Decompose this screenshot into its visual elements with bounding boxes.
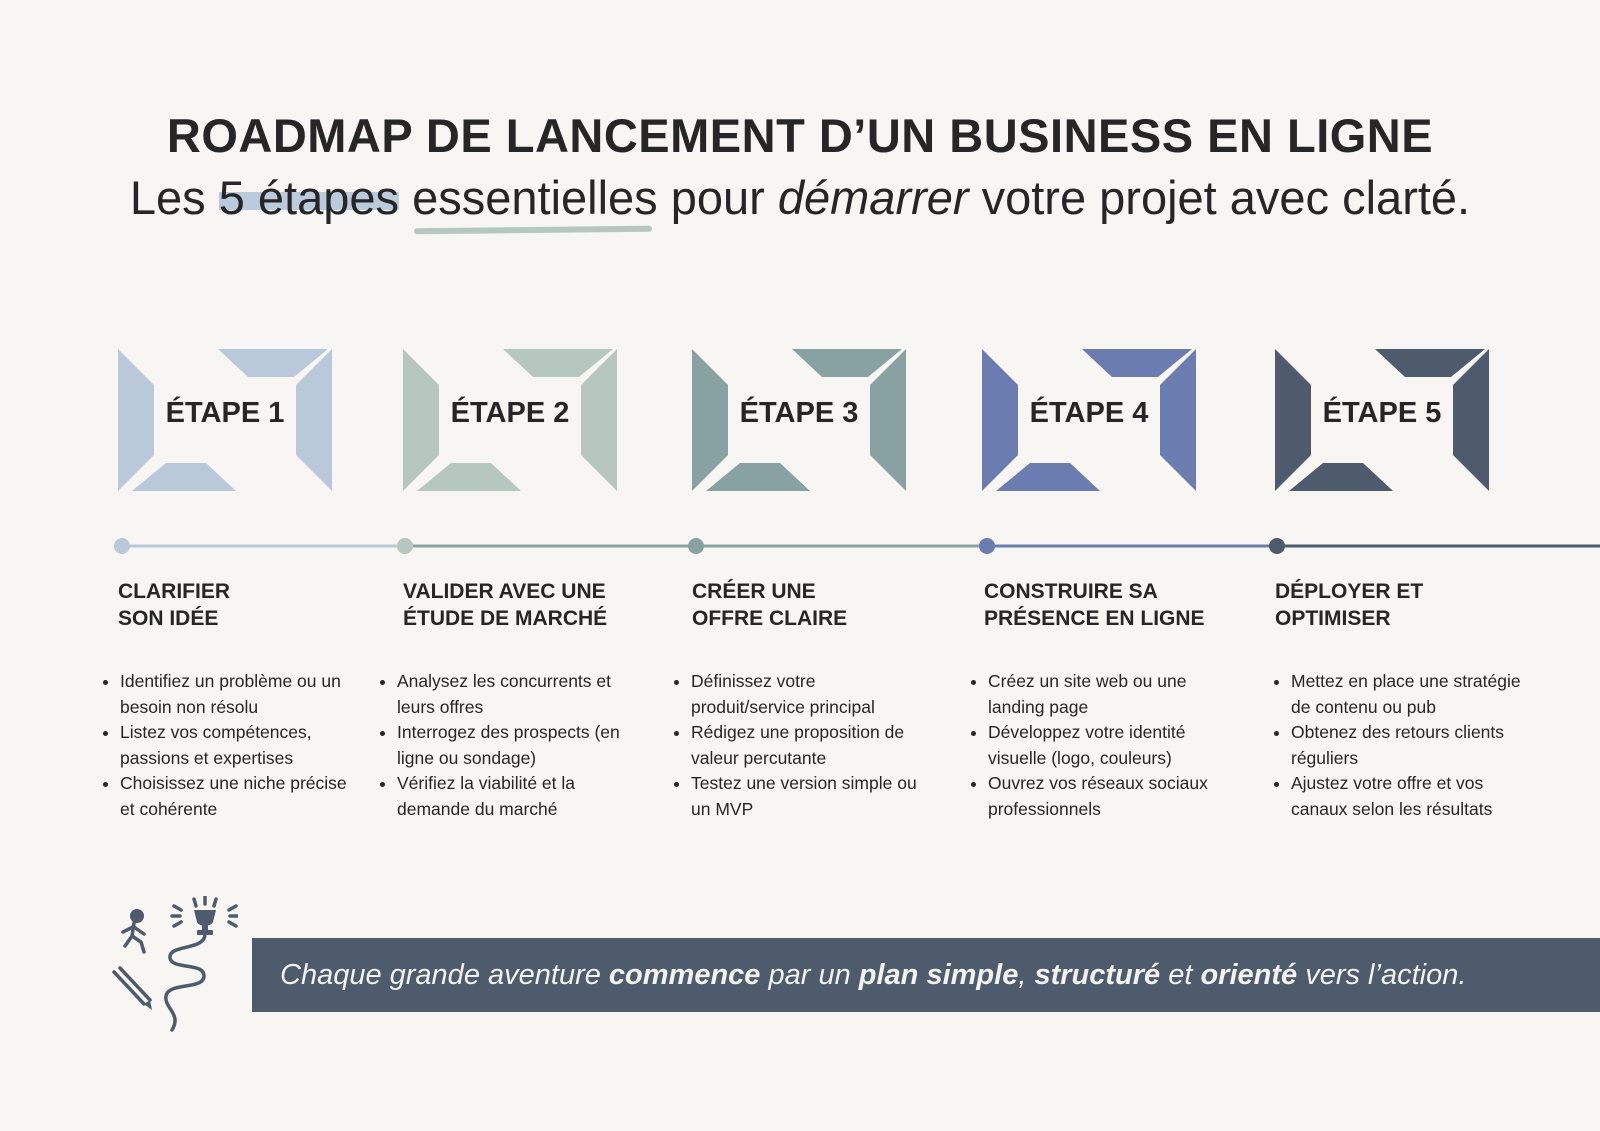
banner-bold: structuré: [1034, 958, 1161, 991]
step-title-4: CONSTRUIRE SA PRÉSENCE EN LIGNE: [984, 580, 1205, 630]
list-item: Analysez les concurrents et leurs offres: [397, 669, 629, 720]
badge-frame-segment: [1160, 349, 1196, 491]
subtitle-highlight: 5 étapes: [218, 171, 400, 224]
timeline: [114, 538, 1600, 554]
badge-frame-segment: [1375, 349, 1485, 377]
timeline-dot-5: [1269, 538, 1285, 554]
step-title-2: VALIDER AVEC UNE ÉTUDE DE MARCHÉ: [403, 580, 608, 630]
list-item: Obtenez des retours clients réguliers: [1291, 720, 1523, 771]
list-item: Testez une version simple ou un MVP: [691, 771, 923, 822]
badge-frame-segment: [692, 349, 728, 491]
list-item: Identifiez un problème ou un besoin non …: [120, 669, 352, 720]
step-title-3: CRÉER UNE OFFRE CLAIRE: [692, 580, 848, 630]
list-item: Développez votre identité visuelle (logo…: [988, 720, 1220, 771]
badge-frame-icon: [692, 349, 906, 491]
list-item: Listez vos compétences, passions et expe…: [120, 720, 352, 771]
list-item: Ouvrez vos réseaux sociaux professionnel…: [988, 771, 1220, 822]
badge-frame-icon: [982, 349, 1196, 491]
badge-frame-segment: [1289, 463, 1393, 491]
step-badge-label: ÉTAPE 1: [165, 397, 285, 429]
banner-bold: commence: [608, 958, 761, 991]
badge-frame-segment: [792, 349, 902, 377]
timeline-dot-4: [979, 538, 995, 554]
badge-frame-segment: [982, 349, 1018, 491]
step-badge-2: ÉTAPE 2: [403, 349, 617, 491]
list-item: Interrogez des prospects (en ligne ou so…: [397, 720, 629, 771]
badge-frame-segment: [870, 349, 906, 491]
list-item: Mettez en place une stratégie de contenu…: [1291, 669, 1523, 720]
step-bullets-4: Créez un site web ou une landing page Dé…: [964, 669, 1220, 822]
badge-frame-icon: [118, 349, 332, 491]
banner-bold: plan simple: [858, 958, 1019, 991]
subtitle-part: Les: [129, 171, 219, 224]
timeline-dot-2: [397, 538, 413, 554]
page-title: ROADMAP DE LANCEMENT D’UN BUSINESS EN LI…: [166, 109, 1434, 162]
badge-frame-segment: [996, 463, 1100, 491]
step-badge-label: ÉTAPE 3: [739, 397, 859, 429]
quote-banner: Chaque grande aventure commence par un p…: [252, 938, 1600, 1012]
timeline-dot-1: [114, 538, 130, 554]
step-badge-label: ÉTAPE 4: [1029, 397, 1149, 429]
banner-part: Chaque grande aventure: [280, 958, 609, 991]
step-bullets-1: Identifiez un problème ou un besoin non …: [96, 669, 352, 822]
step-badge-label: ÉTAPE 2: [450, 397, 570, 429]
banner-bold: orienté: [1200, 958, 1298, 991]
badge-frame-segment: [218, 349, 328, 377]
badge-frame-segment: [132, 463, 236, 491]
banner-text: Chaque grande aventure commence par un p…: [280, 959, 1466, 992]
badge-frame-icon: [403, 349, 617, 491]
badge-frame-segment: [503, 349, 613, 377]
banner-part: vers l’action.: [1297, 958, 1467, 991]
badge-frame-segment: [296, 349, 332, 491]
step-bullets-2: Analysez les concurrents et leurs offres…: [373, 669, 629, 822]
banner-part: et: [1160, 958, 1201, 991]
list-item: Créez un site web ou une landing page: [988, 669, 1220, 720]
list-item: Ajustez votre offre et vos canaux selon …: [1291, 771, 1523, 822]
step-badge-4: ÉTAPE 4: [982, 349, 1196, 491]
list-item: Rédigez une proposition de valeur percut…: [691, 720, 923, 771]
step-badge-3: ÉTAPE 3: [692, 349, 906, 491]
banner-part: ,: [1018, 958, 1035, 991]
badge-frame-segment: [706, 463, 810, 491]
subtitle-part: votre projet avec clarté.: [968, 171, 1471, 224]
step-title-1: CLARIFIER SON IDÉE: [118, 580, 230, 630]
badge-frame-icon: [1275, 349, 1489, 491]
badge-frame-segment: [118, 349, 154, 491]
step-badge-label: ÉTAPE 5: [1322, 397, 1442, 429]
runner-trophy-path-icon: [112, 896, 238, 1032]
step-badge-1: ÉTAPE 1: [118, 349, 332, 491]
banner-part: par un: [760, 958, 859, 991]
step-bullets-5: Mettez en place une stratégie de contenu…: [1267, 669, 1523, 822]
step-bullets-3: Définissez votre produit/service princip…: [667, 669, 923, 822]
badge-frame-segment: [1275, 349, 1311, 491]
badge-frame-segment: [1082, 349, 1192, 377]
subtitle-emphasis: démarrer: [777, 171, 969, 224]
page-subtitle: Les 5 étapes essentielles pour démarrer …: [0, 170, 1600, 225]
badge-frame-segment: [403, 349, 439, 491]
subtitle-underlined: essentielles: [412, 171, 658, 224]
subtitle-part: pour: [657, 171, 778, 224]
badge-frame-segment: [581, 349, 617, 491]
list-item: Choisissez une niche précise et cohérent…: [120, 771, 352, 822]
badge-frame-segment: [1453, 349, 1489, 491]
step-title-5: DÉPLOYER ET OPTIMISER: [1275, 580, 1424, 630]
step-badge-5: ÉTAPE 5: [1275, 349, 1489, 491]
list-item: Vérifiez la viabilité et la demande du m…: [397, 771, 629, 822]
badge-frame-segment: [417, 463, 521, 491]
list-item: Définissez votre produit/service princip…: [691, 669, 923, 720]
subtitle-part: [399, 171, 412, 224]
timeline-dot-3: [688, 538, 704, 554]
